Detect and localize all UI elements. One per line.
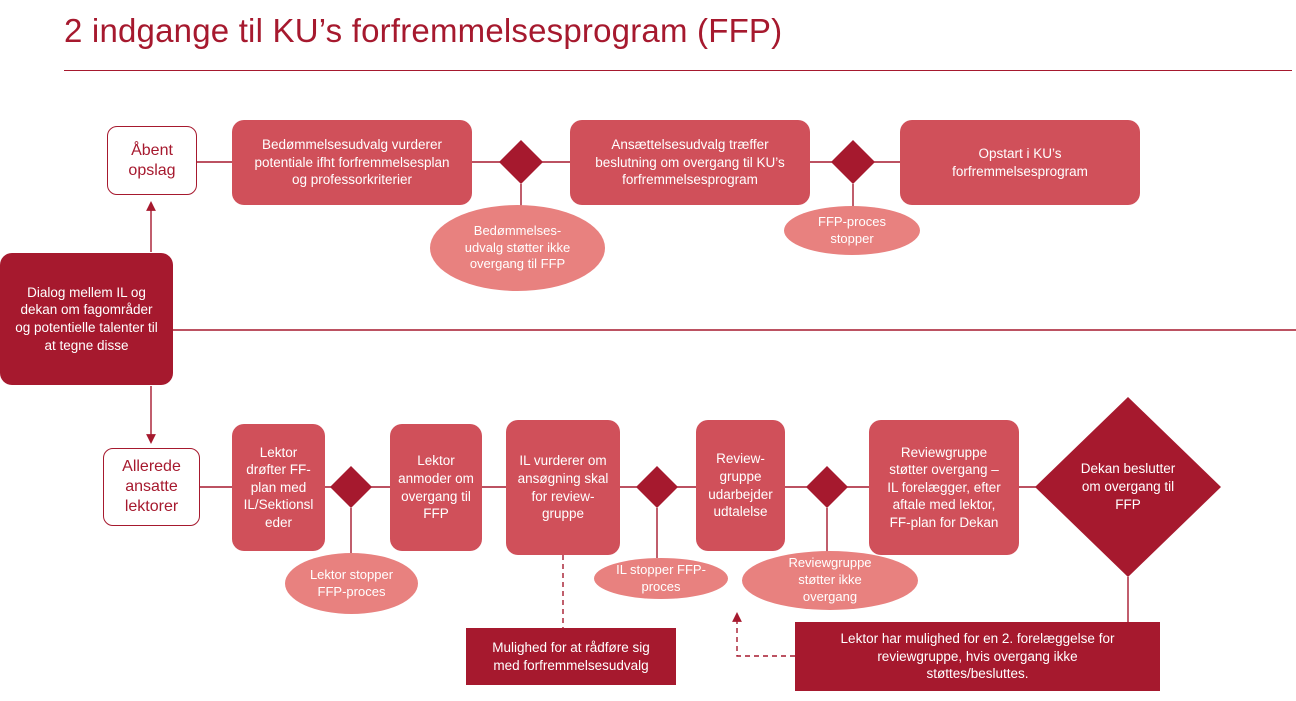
note-second-presentation: Lektor har mulighed for en 2. forelæggel… bbox=[795, 622, 1160, 691]
decision-diamond-assess bbox=[636, 466, 678, 508]
decision-diamond-discuss bbox=[330, 466, 372, 508]
node-reviewgroup-statement: Review-gruppe udarbejder udtalelse bbox=[696, 420, 785, 551]
node-lektor-discusses-plan: Lektor drøfter FF-plan med IL/Sektionsle… bbox=[232, 424, 325, 551]
node-hiring-committee: Ansættelsesudvalg træffer beslutning om … bbox=[570, 120, 810, 205]
node-assessment-committee: Bedømmelsesudvalg vurderer potentiale if… bbox=[232, 120, 472, 205]
decision-diamond-statement bbox=[806, 466, 848, 508]
stop-ellipse-ffp-stops: FFP-proces stopper bbox=[784, 206, 920, 255]
decision-diamond-hiring bbox=[831, 140, 875, 184]
node-program-start: Opstart i KU’s forfremmelsesprogram bbox=[900, 120, 1140, 205]
node-existing-lecturers: Allerede ansatte lektorer bbox=[103, 448, 200, 526]
decision-dekan-label: Dekan beslutter om overgang til FFP bbox=[1080, 460, 1176, 513]
stop-ellipse-lektor: Lektor stopper FFP-proces bbox=[285, 553, 418, 614]
node-il-assesses-application: IL vurderer om ansøgning skal for review… bbox=[506, 420, 620, 555]
dashed-arrow-connector bbox=[732, 612, 795, 657]
node-dialog-il-dekan: Dialog mellem IL og dekan om fagområder … bbox=[0, 253, 173, 385]
stop-ellipse-il: IL stopper FFP-proces bbox=[594, 558, 728, 599]
note-advisory: Mulighed for at rådføre sig med forfremm… bbox=[466, 628, 676, 685]
title-underline bbox=[64, 70, 1292, 71]
node-open-posting: Åbent opslag bbox=[107, 126, 197, 195]
node-reviewgroup-supports: Reviewgruppe støtter overgang – IL forel… bbox=[869, 420, 1019, 555]
page-title: 2 indgange til KU’s forfremmelsesprogram… bbox=[64, 12, 783, 49]
stop-ellipse-reviewgroup: Reviewgruppe støtter ikke overgang bbox=[742, 551, 918, 610]
stop-ellipse-assessment: Bedømmelses-udvalg støtter ikke overgang… bbox=[430, 205, 605, 291]
node-lektor-requests-transfer: Lektor anmoder om overgang til FFP bbox=[390, 424, 482, 551]
decision-diamond-assessment bbox=[499, 140, 543, 184]
